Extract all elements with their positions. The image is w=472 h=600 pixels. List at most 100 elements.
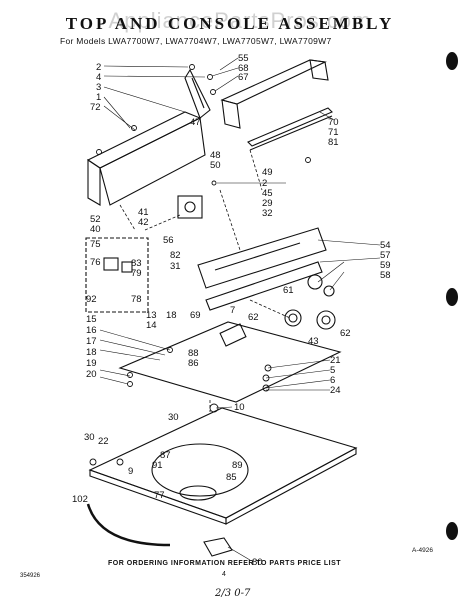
part-label: 62 [340,328,351,339]
part-label: 14 [146,320,157,331]
part-label: 91 [152,460,163,471]
part-label: 89 [232,460,243,471]
back-panel-face [87,158,101,206]
part-label: 48 [210,150,221,161]
part-label: 85 [226,472,237,483]
knob-2 [316,310,336,330]
part-label: 2 [262,178,267,189]
console-cover-front [221,99,241,129]
part-label: 86 [188,358,199,369]
part-label: 6 [330,375,335,386]
cabinet-top [88,407,358,519]
control-panel [197,227,327,289]
knob-3 [307,274,323,290]
part-label: 54 [380,240,391,251]
part-label: 72 [90,102,101,113]
page-number: 4 [222,571,226,578]
part-label: 82 [170,250,181,261]
part-label: 2 [96,62,101,73]
part-label: 47 [190,117,201,128]
part-label: 32 [262,208,273,219]
part-label: 92 [86,294,97,305]
part-label: 43 [308,336,319,347]
part-label: 40 [90,224,101,235]
part-label: 17 [86,336,97,347]
lid-hinge [179,485,217,501]
part-label: 10 [234,402,245,413]
ordering-note: FOR ORDERING INFORMATION REFER TO PARTS … [108,560,342,567]
part-label: 1 [96,92,101,103]
part-label: 41 [138,207,149,218]
part-label: 55 [238,53,249,64]
part-label: 21 [330,355,341,366]
part-label: 18 [86,347,97,358]
part-label: 3 [96,82,101,93]
part-label: 75 [90,239,101,250]
part-label: 102 [72,494,88,505]
diagram-title: TOP AND CONSOLE ASSEMBLY [65,14,395,33]
part-label: 5 [330,365,335,376]
lid-opening [151,443,249,497]
part-label: 83 [131,258,142,269]
part-label: 58 [380,270,391,281]
part-label: 16 [86,325,97,336]
part-label: 52 [90,214,101,225]
part-label: 68 [238,63,249,74]
end-cap [184,68,211,119]
watermark: AppliancePartsPros.com [108,8,372,33]
document-number: 354926 [20,573,41,579]
lid-gasket [86,503,171,547]
handwritten-note: 2/3 0-7 [215,588,251,599]
leader-lines [99,57,381,561]
part-label: 70 [328,117,339,128]
model-list: For Models LWA7700W7, LWA7704W7, LWA7705… [60,36,332,46]
parts-drawing [85,59,358,557]
part-label: 30 [168,412,179,423]
part-label: 56 [163,235,174,246]
control-panel-lower [205,261,323,311]
part-label: 29 [262,198,273,209]
part-label: 49 [262,167,273,178]
trim-strip [247,107,333,147]
part-label: 78 [131,294,142,305]
timer-body [177,195,203,219]
part-label: 87 [160,450,171,461]
part-label: 42 [138,217,149,228]
part-label: 81 [328,137,339,148]
part-label: 9 [128,466,133,477]
part-label: 20 [86,369,97,380]
part-label: 22 [98,436,109,447]
knob-1 [284,309,302,327]
part-label: 67 [238,72,249,83]
console-cover-right [309,59,329,81]
rear-shield [99,117,206,206]
part-label: 24 [330,385,341,396]
binder-hole-bottom [446,522,458,540]
part-label: 7 [230,305,235,316]
part-label: 4 [96,72,101,83]
part-label: 59 [380,260,391,271]
part-label: 45 [262,188,273,199]
part-label: 15 [86,314,97,325]
part-number-labels: 2 4 3 1 72 55 68 67 47 70 71 81 48 50 49… [72,53,391,568]
part-label: 31 [170,261,181,272]
binder-hole-middle [446,288,458,306]
part-label: 71 [328,127,339,138]
part-label: 57 [380,250,391,261]
switch-group-box [85,237,149,313]
part-label: 19 [86,358,97,369]
back-panel [86,111,202,169]
binder-hole-top [446,52,458,70]
part-label: 13 [146,310,157,321]
top-plate [118,321,342,403]
figure-number: A-4926 [412,547,433,554]
part-label: 69 [190,310,201,321]
part-label: 62 [248,312,259,323]
part-label: 80 [252,557,263,568]
cabinet-top-right [225,447,357,525]
part-label: 30 [84,432,95,443]
part-label: 61 [283,285,294,296]
leveling-foot [203,537,233,557]
pushbutton-block [219,323,247,347]
